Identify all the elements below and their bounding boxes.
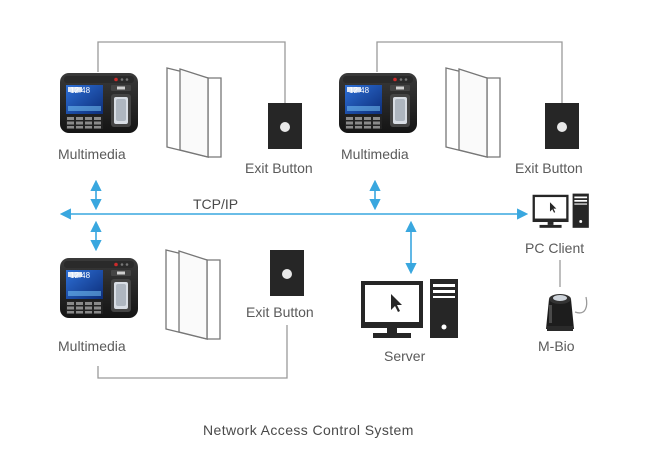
exit-button-1 <box>268 103 302 149</box>
wire-terminal-3-exit-button-3 <box>97 325 288 379</box>
pc-client-label: PC Client <box>525 240 585 256</box>
door-3 <box>165 249 221 340</box>
mbio-cable <box>574 296 588 314</box>
terminal-2-screen-text: 12:48 <box>349 86 370 95</box>
multimedia-terminal-1 <box>60 73 138 133</box>
terminal-1-label: Multimedia <box>58 146 126 162</box>
multimedia-terminal-3 <box>60 258 138 318</box>
mbio-label: M-Bio <box>538 338 575 354</box>
exit-button-1-label: Exit Button <box>245 160 313 176</box>
network-label: TCP/IP <box>193 196 239 212</box>
door-1 <box>166 67 222 158</box>
exit-button-2-label: Exit Button <box>515 160 583 176</box>
terminal-2-label: Multimedia <box>341 146 409 162</box>
server-icon <box>361 279 458 338</box>
tcp-ip-network <box>59 179 529 275</box>
diagram-caption: Network Access Control System <box>203 422 414 438</box>
pc-client-icon <box>532 193 589 228</box>
exit-button-3 <box>270 250 304 296</box>
wire-terminal-1-exit-button-1 <box>97 41 286 103</box>
wire-terminal-2-exit-button-2 <box>376 41 563 103</box>
door-2 <box>445 67 501 158</box>
terminal-1-screen-text: 12:48 <box>70 86 91 95</box>
exit-button-3-label: Exit Button <box>246 304 314 320</box>
server-label: Server <box>384 348 426 364</box>
control-wires <box>97 41 588 379</box>
terminal-3-label: Multimedia <box>58 338 126 354</box>
multimedia-terminal-2 <box>339 73 417 133</box>
mbio-reader-icon <box>546 294 574 331</box>
terminal-3-screen-text: 12:48 <box>70 271 91 280</box>
exit-button-2 <box>545 103 579 149</box>
